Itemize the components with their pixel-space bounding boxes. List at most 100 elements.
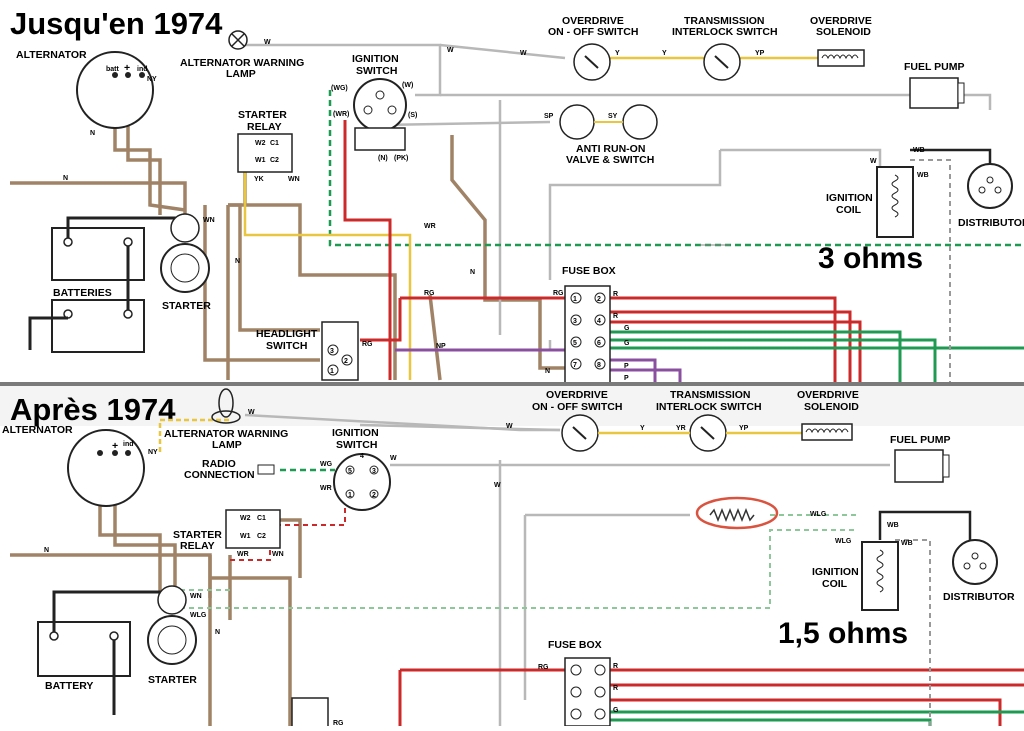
top-fuse-box: FUSE BOX <box>562 265 616 384</box>
top-interlock-label: TRANSMISSION <box>684 15 765 27</box>
wire-code: Y <box>640 425 645 432</box>
wire-code: (S) <box>408 112 417 119</box>
bottom-interlock-switch: TRANSMISSION INTERLOCK SWITCH <box>598 389 805 452</box>
bottom-ignition-label-2: SWITCH <box>336 439 377 451</box>
wire-code: 3 <box>330 348 334 355</box>
wire-code: 2 <box>344 358 348 365</box>
bottom-battery-label: BATTERY <box>45 680 93 692</box>
wire-code: 1 <box>330 368 334 375</box>
top-warning-lamp: ALTERNATOR WARNING LAMP <box>180 30 304 80</box>
wire-code: 7 <box>573 362 577 369</box>
bottom-interlock-label-2: INTERLOCK SWITCH <box>656 401 762 413</box>
wire-code: WB <box>917 172 929 179</box>
wire-code: W <box>248 409 255 416</box>
bottom-radio-connection: RADIO CONNECTION <box>184 458 275 481</box>
top-warning-lamp-label-2: LAMP <box>226 68 256 80</box>
bottom-fuel-pump: FUEL PUMP <box>890 434 950 483</box>
wire-code: 2 <box>597 296 601 303</box>
top-alt-plus: + <box>124 62 130 74</box>
top-interlock-switch: TRANSMISSION INTERLOCK SWITCH <box>672 15 778 81</box>
bottom-radio-label: RADIO <box>202 458 236 470</box>
bottom-coil-label-2: COIL <box>822 578 848 590</box>
bottom-distributor-label: DISTRIBUTOR <box>943 591 1015 603</box>
top-alternator: ALTERNATOR batt + ind <box>16 49 154 129</box>
wire-code: NY <box>148 449 158 456</box>
wire-code: WB <box>887 522 899 529</box>
wire-code: WN <box>272 551 284 558</box>
wire-code: N <box>44 547 49 554</box>
wire-code: WN <box>203 217 215 224</box>
top-starter: STARTER <box>160 213 211 312</box>
wire-code: C1 <box>270 140 279 147</box>
wire-code: WB <box>901 540 913 547</box>
wire-code: WB <box>913 147 925 154</box>
wire-code: W <box>520 50 527 57</box>
bottom-ignition-label: IGNITION <box>332 427 379 439</box>
wire-code: W <box>264 39 271 46</box>
top-green-power <box>610 330 1024 384</box>
top-alt-batt: batt <box>106 66 120 73</box>
bottom-alt-ind: ind <box>123 441 134 448</box>
bottom-ignition-switch: IGNITION SWITCH <box>332 427 391 511</box>
top-yellow-wire <box>243 170 412 380</box>
bottom-red-wires <box>398 668 1024 726</box>
bottom-solenoid-label: OVERDRIVE <box>797 389 859 401</box>
wire-code: 2 <box>372 492 376 499</box>
bottom-fuse-box-label: FUSE BOX <box>548 639 602 651</box>
bottom-overdrive-label-2: ON - OFF SWITCH <box>532 401 622 413</box>
highlight-ring <box>695 496 779 530</box>
wire-code: 3 <box>573 318 577 325</box>
wire-code: W1 <box>255 157 266 164</box>
wire-code: R <box>613 291 618 298</box>
top-anti-runon-label: ANTI RUN-ON <box>576 143 645 155</box>
wire-code: N <box>90 130 95 137</box>
wire-code: G <box>624 340 630 347</box>
wire-code: YK <box>254 176 264 183</box>
bottom-wire-codes: W NY W Y YR YP WG WR W W WLG WLG WB WB W… <box>44 409 913 726</box>
top-coil-label: IGNITION <box>826 192 873 204</box>
wire-code: WR <box>424 223 436 230</box>
wire-code: W1 <box>240 533 251 540</box>
top-alternator-label: ALTERNATOR <box>16 49 87 61</box>
top-alt-ind: ind <box>137 66 148 73</box>
wire-code: W2 <box>255 140 266 147</box>
bottom-starter-relay-label: STARTER <box>173 529 222 541</box>
bottom-panel: Après 1974 1,5 ohms ALTERNATOR + ind ALT… <box>0 386 1024 726</box>
wire-code: RG <box>362 341 373 348</box>
top-purple-wires <box>395 348 682 384</box>
bottom-alternator: ALTERNATOR + ind <box>2 418 230 507</box>
bottom-warning-lamp-label-2: LAMP <box>212 439 242 451</box>
top-overdrive-label-2: ON - OFF SWITCH <box>548 26 638 38</box>
bottom-starter-relay-label-2: RELAY <box>180 540 215 552</box>
wire-code: 1 <box>573 296 577 303</box>
top-overdrive-label: OVERDRIVE <box>562 15 624 27</box>
wire-code: 5 <box>573 340 577 347</box>
wire-code: G <box>624 325 630 332</box>
bottom-overdrive-label: OVERDRIVE <box>546 389 608 401</box>
top-starter-relay: STARTER RELAY <box>237 109 293 173</box>
bottom-starter-relay: STARTER RELAY <box>173 509 281 552</box>
wire-code: SP <box>544 113 554 120</box>
top-solenoid: OVERDRIVE SOLENOID <box>810 15 872 67</box>
top-brown-wires <box>10 75 565 381</box>
top-resistance-label: 3 ohms <box>818 242 923 275</box>
top-wire-codes: W NY N W W Y Y YP (WG) (W) (WR) (S) (N) … <box>63 39 929 382</box>
wire-code: 8 <box>597 362 601 369</box>
top-ignition-label: IGNITION <box>352 53 399 65</box>
top-headlight-label: HEADLIGHT <box>256 328 318 340</box>
wire-code: N <box>470 269 475 276</box>
wire-code: N <box>215 629 220 636</box>
wire-code: (WR) <box>333 111 349 118</box>
bottom-warning-lamp-label: ALTERNATOR WARNING <box>164 428 288 440</box>
top-fuel-pump: FUEL PUMP <box>904 61 965 109</box>
top-fuse-box-label: FUSE BOX <box>562 265 616 277</box>
wire-code: WR <box>320 485 332 492</box>
bottom-fuel-pump-label: FUEL PUMP <box>890 434 950 446</box>
top-ignition-switch: IGNITION SWITCH <box>352 53 407 151</box>
wire-code: W <box>390 455 397 462</box>
bottom-solenoid-label-2: SOLENOID <box>804 401 859 413</box>
wire-code: R <box>613 313 618 320</box>
wire-code: WLG <box>835 538 852 545</box>
bottom-overdrive-switch: OVERDRIVE ON - OFF SWITCH <box>532 389 622 452</box>
wire-code: NY <box>147 76 157 83</box>
